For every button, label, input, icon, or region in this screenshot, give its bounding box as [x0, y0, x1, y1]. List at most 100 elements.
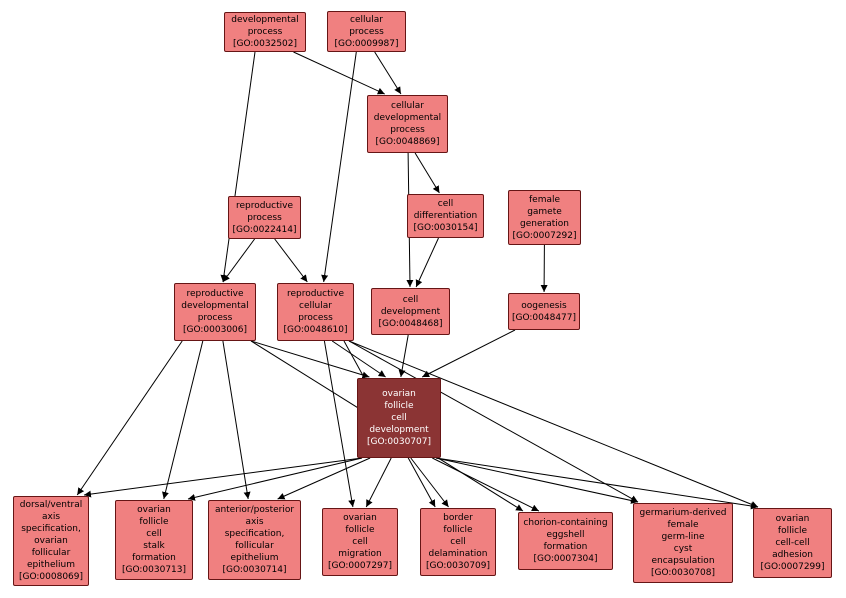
- node-label-line: [GO:0022414]: [232, 224, 297, 235]
- node-label-line: epithelium: [27, 560, 75, 570]
- node-label-line: [GO:0048869]: [375, 137, 440, 147]
- node-label-line: [GO:0048468]: [378, 318, 443, 329]
- node-label-line: follicle: [345, 525, 375, 535]
- edge-ovarian-follicle-cell-development--germarium-derived-cyst-encapsulation: [435, 457, 639, 504]
- edge-reproductive-cellular-process--ovarian-follicle-cell-migration: [323, 340, 356, 508]
- node-label-line: formation: [543, 542, 588, 552]
- node-label-line: chorion-containing: [523, 518, 608, 528]
- edge-developmental-process--cellular-developmental-process: [293, 51, 385, 95]
- node-label-line: development: [369, 425, 429, 435]
- node-label-line: ovarian: [343, 513, 377, 523]
- node-label-line: cell: [437, 199, 454, 209]
- node-label-line: cell: [402, 294, 419, 305]
- edge-cellular-developmental-process--cell-differentiation: [414, 152, 440, 194]
- node-label-line: germarium-derived: [639, 508, 727, 518]
- node-label-line: developmental: [181, 301, 249, 311]
- node-label-line: process: [349, 26, 384, 37]
- edge-ovarian-follicle-cell-development--ovarian-follicle-cell-stalk-formation: [187, 457, 363, 501]
- node-label-line: adhesion: [772, 550, 813, 560]
- node-label-line: cellular: [391, 101, 424, 111]
- node-label-line: [GO:0030714]: [222, 565, 287, 575]
- node-label-line: follicle: [139, 517, 169, 527]
- node-label-line: cell-cell: [775, 538, 810, 548]
- node-label-line: ovarian: [137, 505, 171, 515]
- edge-reproductive-developmental-process--dorsal-ventral-axis-specification: [76, 340, 183, 496]
- node-label-line: female: [528, 194, 561, 205]
- node-label-line: ovarian: [34, 536, 68, 546]
- node-label-line: reproductive: [286, 289, 345, 299]
- node-label-line: follicular: [31, 548, 71, 558]
- node-label-line: cell: [146, 529, 162, 539]
- node-developmental-process[interactable]: developmental process [GO:0032502]: [224, 12, 306, 52]
- node-label-line: process: [197, 313, 233, 323]
- node-oogenesis[interactable]: oogenesis[GO:0048477]: [508, 293, 580, 330]
- node-label-line: process: [298, 313, 333, 323]
- node-label-line: stalk: [143, 541, 165, 551]
- node-label-line: developmental: [231, 15, 299, 25]
- node-label-line: [GO:0030713]: [121, 565, 187, 575]
- node-label-line: [GO:0009987]: [334, 38, 399, 49]
- node-label-line: follicle: [384, 401, 414, 411]
- node-label-line: [GO:0007297]: [327, 561, 393, 571]
- node-label-line: development: [380, 306, 441, 317]
- edge-reproductive-developmental-process--ovarian-follicle-cell-stalk-formation: [162, 340, 204, 500]
- edge-oogenesis--ovarian-follicle-cell-development: [421, 329, 516, 378]
- node-label-line: germ-line: [661, 532, 705, 542]
- node-label-line: reproductive: [235, 200, 294, 211]
- node-label-line: cell: [352, 537, 368, 547]
- node-label-line: specification,: [21, 524, 81, 534]
- edge-ovarian-follicle-cell-development--ovarian-follicle-cell-cell-adhesion: [435, 457, 759, 510]
- node-label-line: gamete: [527, 206, 562, 217]
- edge-ovarian-follicle-cell-development--chorion-containing-eggshell-formation: [432, 457, 540, 512]
- node-dorsal-ventral-axis-specification[interactable]: dorsal/ventral axis specification, ovarian f…: [13, 496, 89, 586]
- edge-reproductive-developmental-process--anterior-posterior-axis-specification: [222, 340, 251, 500]
- node-label-line: cyst: [673, 544, 693, 554]
- node-label-line: female: [667, 520, 699, 530]
- node-label-line: cell: [391, 413, 407, 423]
- node-label-line: process: [247, 27, 283, 37]
- node-ovarian-follicle-cell-development[interactable]: ovarian follicle cell development [GO:003070…: [357, 378, 441, 458]
- edge-cell-differentiation--cell-development: [415, 237, 439, 288]
- node-label-line: [GO:0007304]: [533, 554, 598, 564]
- node-label-line: follicle: [777, 526, 808, 536]
- node-label-line: [GO:0032502]: [232, 39, 298, 49]
- node-ovarian-follicle-cell-stalk-formation[interactable]: ovarian follicle cell stalk formation [GO:003…: [115, 500, 193, 580]
- node-label-line: differentiation: [413, 211, 478, 221]
- edge-reproductive-process--reproductive-developmental-process: [222, 238, 256, 283]
- node-label-line: anterior/posterior: [214, 505, 295, 515]
- node-label-line: ovarian: [382, 389, 416, 399]
- edge-developmental-process--reproductive-developmental-process: [220, 51, 256, 283]
- edge-reproductive-developmental-process--ovarian-follicle-cell-development: [250, 340, 370, 379]
- edge-cellular-process--cellular-developmental-process: [374, 51, 402, 95]
- node-label-line: follicular: [235, 541, 274, 551]
- edge-reproductive-cellular-process--ovarian-follicle-cell-development: [331, 340, 386, 378]
- node-label-line: [GO:0030707]: [366, 437, 432, 447]
- node-label-line: dorsal/ventral: [19, 500, 83, 510]
- node-label-line: oogenesis: [521, 300, 567, 311]
- node-label-line: axis: [245, 517, 264, 527]
- edge-cellular-process--reproductive-cellular-process: [321, 51, 357, 283]
- node-label-line: formation: [132, 553, 176, 563]
- node-label-line: generation: [520, 218, 569, 229]
- node-label-line: reproductive: [186, 289, 244, 299]
- node-label-line: [GO:0007292]: [512, 230, 577, 241]
- node-label-line: cell: [450, 537, 466, 547]
- node-cell-differentiation[interactable]: cell differentiation [GO:0030154]: [407, 194, 484, 238]
- node-label-line: [GO:0008069]: [18, 572, 84, 582]
- node-label-line: [GO:0030154]: [413, 223, 478, 233]
- node-label-line: process: [247, 212, 282, 223]
- node-label-line: axis: [41, 512, 61, 522]
